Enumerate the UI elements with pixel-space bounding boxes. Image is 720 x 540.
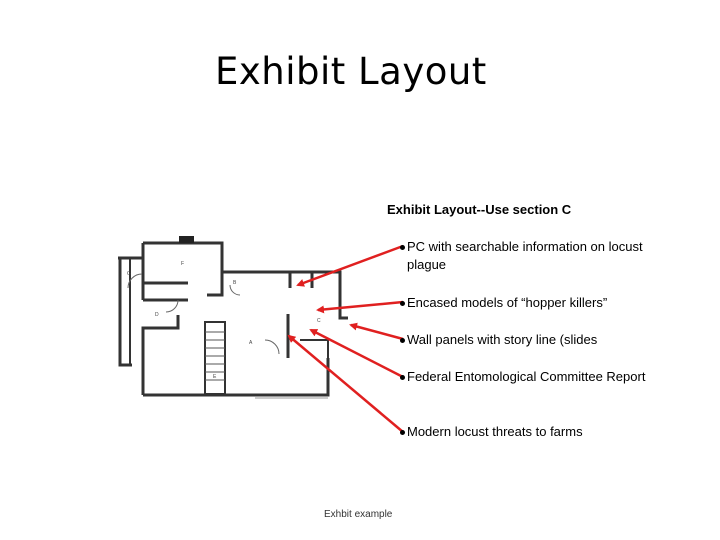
floor-plan-walls <box>118 241 348 397</box>
bullet-panels: Wall panels with story line (slides <box>400 331 650 349</box>
bullet-text: Modern locust threats to farms <box>407 424 583 439</box>
room-label-g: G <box>127 271 131 277</box>
room-label-b: B <box>233 280 237 286</box>
room-label-f: F <box>181 261 184 267</box>
arrow-pc <box>296 244 404 287</box>
bullet-text: Wall panels with story line (slides <box>407 332 598 347</box>
arrow-threats <box>287 334 404 433</box>
bullet-threats: Modern locust threats to farms <box>400 423 650 441</box>
bullet-dot <box>400 375 405 380</box>
arrow-report <box>309 328 404 379</box>
bullet-dot <box>400 338 405 343</box>
bullet-dot <box>400 301 405 306</box>
slide-title: Exhibit Layout <box>215 50 487 93</box>
room-label-e: E <box>213 374 217 380</box>
bullet-text: Encased models of “hopper killers” <box>407 295 608 310</box>
room-label-c: C <box>317 318 321 324</box>
bullet-dot <box>400 245 405 250</box>
bullet-text: Federal Entomological Committee Report <box>407 369 646 384</box>
bullet-models: Encased models of “hopper killers” <box>400 294 650 312</box>
bullet-pc: PC with searchable information on locust… <box>400 238 650 274</box>
panel-heading: Exhibit Layout--Use section C <box>387 202 572 217</box>
bullet-dot <box>400 430 405 435</box>
bullet-report: Federal Entomological Committee Report <box>400 368 650 386</box>
image-caption: Exhbit example <box>324 509 393 520</box>
chimney-block <box>179 236 194 243</box>
stairs <box>205 331 225 381</box>
callout-arrows <box>287 244 404 433</box>
room-label-d: D <box>155 312 159 318</box>
arrow-panels <box>349 322 404 341</box>
door-swings <box>127 273 280 355</box>
bullet-text: PC with searchable information on locust… <box>407 239 643 272</box>
room-label-a: A <box>249 340 253 346</box>
arrow-models <box>316 300 404 314</box>
